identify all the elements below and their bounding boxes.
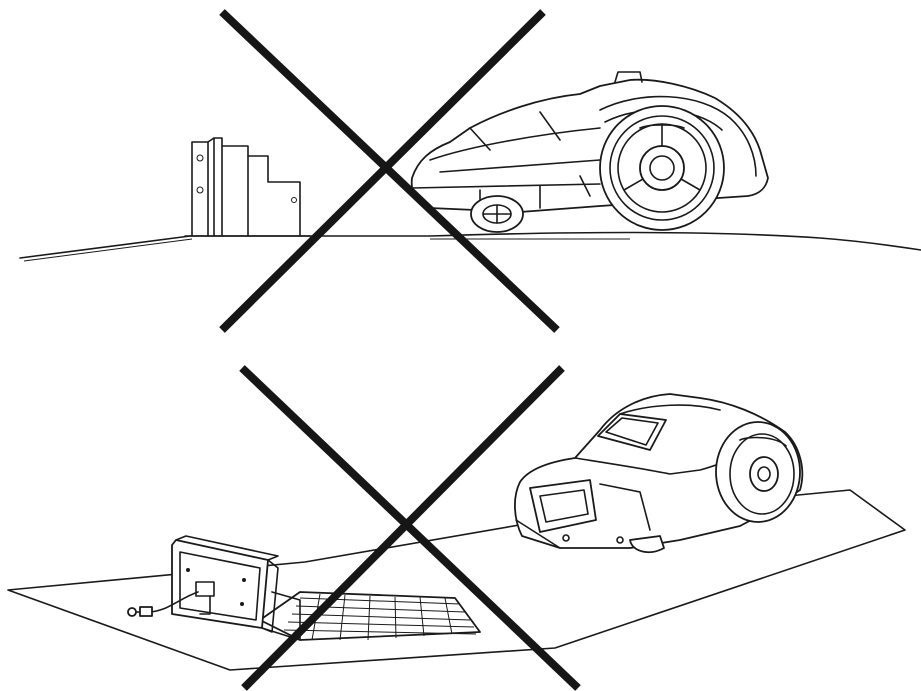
rear-wheel-side — [600, 106, 724, 230]
perspective-view-panel — [8, 394, 905, 670]
front-wheel-side — [471, 196, 523, 232]
charging-base-plate — [260, 592, 480, 640]
robotic-mower-perspective — [515, 394, 802, 552]
side-view-panel — [20, 72, 921, 261]
robotic-mower-side — [412, 72, 768, 232]
charging-station-side — [185, 138, 310, 236]
rear-wheel-perspective — [716, 422, 800, 522]
